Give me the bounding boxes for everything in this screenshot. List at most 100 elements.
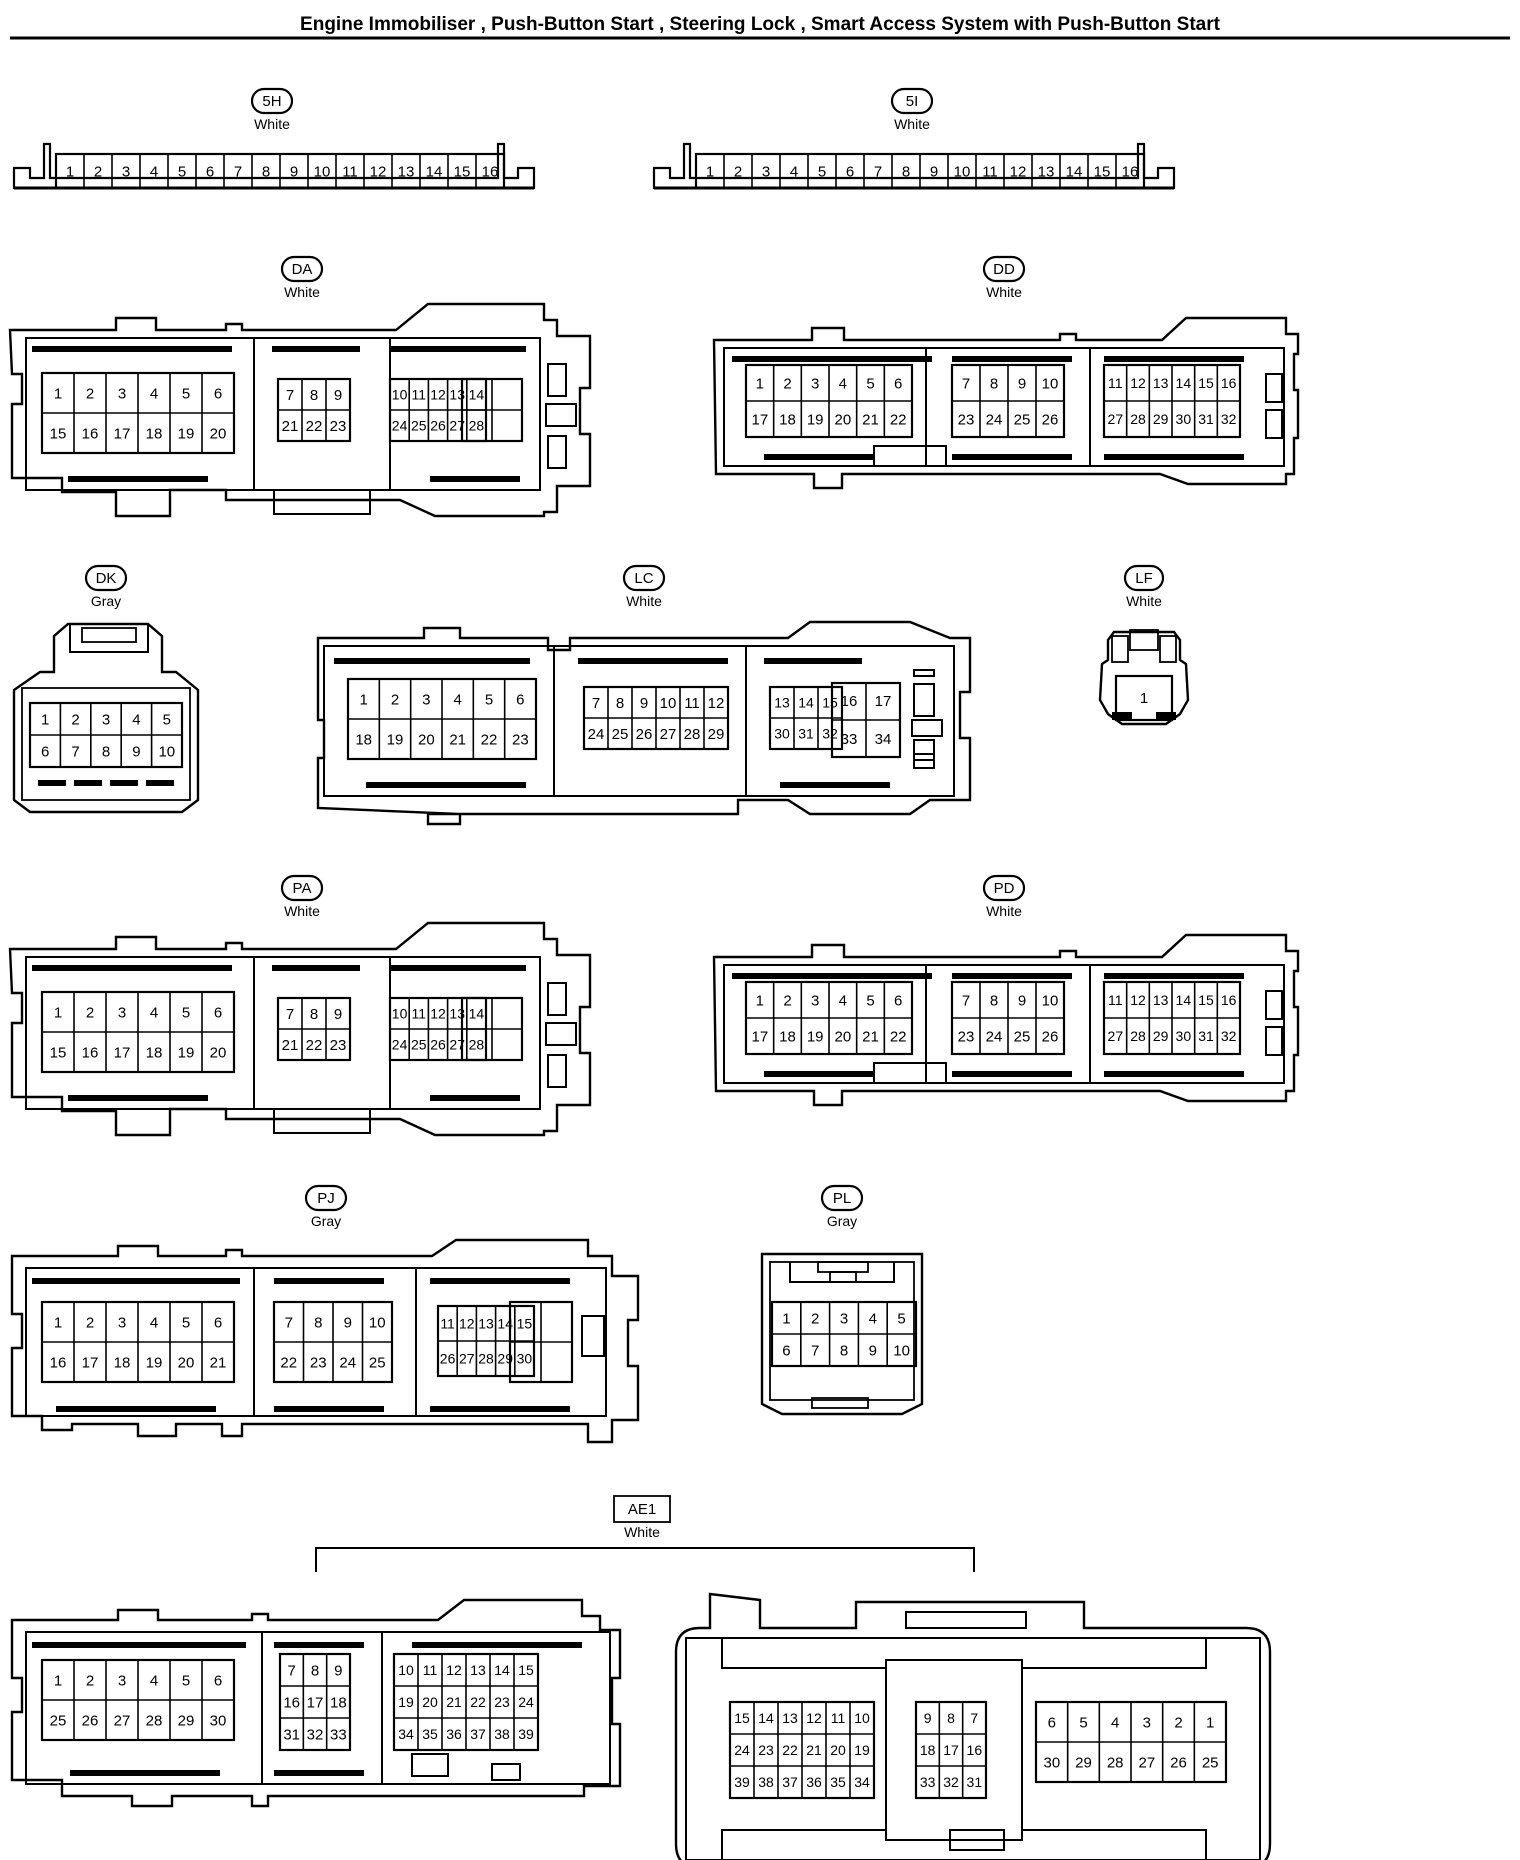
pin-number: 1 — [756, 992, 764, 1009]
pin-number: 2 — [94, 163, 102, 180]
pin-number: 14 — [497, 1316, 513, 1332]
connector-badge — [250, 87, 294, 115]
pin-number: 12 — [430, 1006, 446, 1022]
latch-bar — [732, 356, 932, 362]
pin-number: 6 — [516, 691, 524, 708]
latch-bar — [110, 780, 138, 786]
pin-number: 38 — [494, 1726, 510, 1742]
outline — [1265, 373, 1283, 403]
latch-bar — [390, 346, 526, 352]
pin-number: 3 — [118, 1004, 126, 1021]
outline — [1129, 629, 1159, 651]
pin-number: 13 — [774, 695, 790, 711]
pin-number: 13 — [470, 1662, 486, 1678]
pin-number: 19 — [146, 1354, 163, 1371]
pin-number: 5 — [182, 1314, 190, 1331]
pin-number: 8 — [947, 1710, 955, 1726]
pin-number: 20 — [830, 1742, 846, 1758]
outline — [545, 1022, 577, 1046]
pin-number: 1 — [54, 1314, 62, 1331]
outline — [547, 435, 567, 469]
pin-number: 9 — [924, 1710, 932, 1726]
pin-number: 23 — [958, 411, 975, 428]
outline — [817, 1261, 869, 1273]
pin-number: 26 — [440, 1351, 456, 1367]
connector-color: White — [626, 593, 662, 609]
pin-number: 15 — [822, 695, 838, 711]
outline — [721, 1829, 1207, 1860]
pin-number: 21 — [282, 418, 299, 435]
pin-number: 27 — [449, 418, 465, 434]
pin-number: 2 — [734, 163, 742, 180]
pin-number: 11 — [831, 1710, 846, 1726]
pin-number: 5 — [866, 375, 874, 392]
pin-number: 19 — [398, 1694, 414, 1710]
latch-bar — [764, 1071, 874, 1077]
pin-number: 36 — [806, 1774, 822, 1790]
pin-number: 18 — [779, 411, 796, 428]
pin-number: 25 — [411, 1037, 427, 1053]
pin-number: 34 — [875, 731, 892, 748]
pin-number: 33 — [330, 1726, 347, 1743]
pin-number: 4 — [150, 1004, 158, 1021]
outline — [547, 982, 567, 1016]
pin-number: 15 — [1094, 163, 1111, 180]
pin-number: 23 — [330, 1037, 347, 1054]
outline — [760, 1252, 924, 1416]
pin-number: 7 — [286, 387, 294, 404]
pin-number: 2 — [86, 1672, 94, 1689]
outline — [712, 316, 1300, 490]
pin-number: 21 — [806, 1742, 822, 1758]
pin-number: 11 — [423, 1662, 438, 1678]
outline — [547, 1054, 567, 1088]
pin-number: 3 — [811, 375, 819, 392]
latch-bar — [74, 780, 102, 786]
pin-number: 5 — [182, 1672, 190, 1689]
pin-number: 6 — [41, 743, 49, 760]
pin-number: 17 — [82, 1354, 99, 1371]
pin-number: 29 — [1075, 1754, 1092, 1771]
pin-number: 24 — [986, 411, 1003, 428]
pin-number: 28 — [684, 726, 701, 743]
pin-number: 25 — [612, 726, 629, 743]
pin-number: 3 — [840, 1310, 848, 1327]
pin-number: 7 — [287, 1662, 295, 1679]
pin-number: 29 — [1153, 1028, 1169, 1044]
connector-id: PD — [994, 880, 1015, 897]
pin-number: 1 — [66, 163, 74, 180]
pin-number: 27 — [1108, 411, 1124, 427]
pin-number: 20 — [834, 411, 851, 428]
pin-number: 27 — [114, 1712, 131, 1729]
pin-number: 15 — [1198, 992, 1214, 1008]
pin-number: 3 — [118, 1314, 126, 1331]
latch-bar — [732, 973, 932, 979]
pin-number: 16 — [283, 1694, 300, 1711]
pin-number: 7 — [234, 163, 242, 180]
pin-number: 10 — [158, 743, 175, 760]
latch-bar — [780, 782, 890, 788]
pin-number: 4 — [132, 711, 140, 728]
pin-number: 17 — [875, 693, 892, 710]
pin-number: 29 — [708, 726, 725, 743]
pin-number: 19 — [178, 425, 195, 442]
pin-number: 10 — [1042, 375, 1059, 392]
pin-number: 9 — [869, 1342, 877, 1359]
pin-number: 14 — [426, 163, 443, 180]
pin-number: 25 — [369, 1354, 386, 1371]
pin-number: 16 — [82, 425, 99, 442]
outline — [545, 403, 577, 427]
connector-id: LC — [634, 570, 653, 587]
pin-number: 25 — [1014, 1028, 1031, 1045]
pin-number: 23 — [310, 1354, 327, 1371]
pin-number: 32 — [943, 1774, 959, 1790]
pin-number: 21 — [862, 1028, 879, 1045]
pin-number: 11 — [982, 163, 998, 180]
pin-number: 23 — [758, 1742, 774, 1758]
latch-bar — [952, 356, 1072, 362]
latch-bar — [412, 1642, 582, 1648]
pin-number: 22 — [280, 1354, 297, 1371]
pin-number: 16 — [841, 693, 858, 710]
pin-number: 28 — [1107, 1754, 1124, 1771]
outline — [323, 645, 955, 797]
latch-bar — [1156, 712, 1176, 720]
